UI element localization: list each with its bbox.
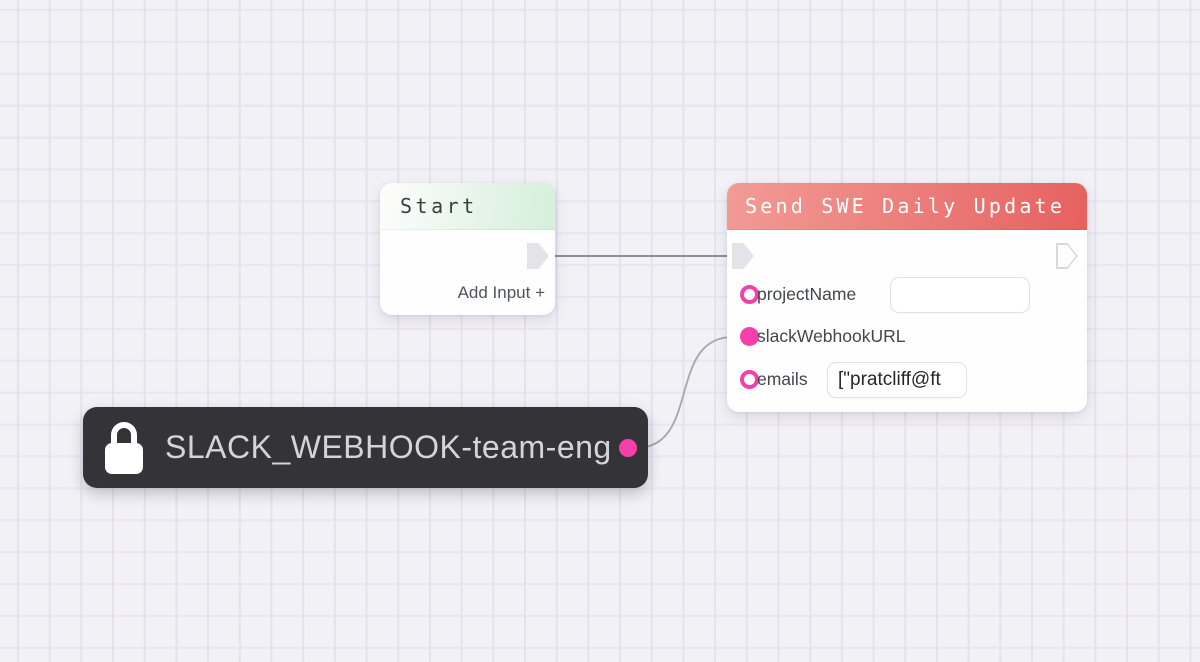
field-label-emails: emails	[757, 369, 808, 389]
port-slackwebhookurl[interactable]	[740, 327, 759, 346]
port-projectname[interactable]	[740, 285, 759, 304]
send-input-handle[interactable]	[732, 243, 754, 269]
send-update-node-header[interactable]: Send SWE Daily Update	[727, 183, 1087, 230]
start-node[interactable]: Start Add Input +	[380, 183, 555, 315]
secret-badge-label: SLACK_WEBHOOK-team-eng	[165, 429, 612, 465]
start-output-handle[interactable]	[527, 243, 549, 269]
start-node-title: Start	[400, 194, 478, 218]
send-output-handle[interactable]	[1056, 243, 1078, 269]
input-projectname[interactable]	[890, 277, 1030, 313]
secret-badge-slack-webhook[interactable]: SLACK_WEBHOOK-team-eng	[83, 407, 648, 488]
field-label-slackwebhookurl: slackWebhookURL	[757, 326, 906, 346]
edge-secret-to-slackwebhookurl[interactable]	[633, 336, 734, 449]
field-label-projectname: projectName	[757, 284, 857, 304]
secret-output-port[interactable]	[619, 439, 637, 457]
lock-icon	[105, 421, 143, 474]
send-update-node[interactable]: Send SWE Daily Update projectName slackW…	[727, 183, 1087, 412]
start-node-header[interactable]: Start	[380, 183, 555, 230]
add-input-button[interactable]: Add Input +	[457, 283, 545, 302]
port-emails[interactable]	[740, 370, 759, 389]
send-update-node-title: Send SWE Daily Update	[745, 194, 1066, 218]
input-emails[interactable]	[827, 362, 967, 398]
